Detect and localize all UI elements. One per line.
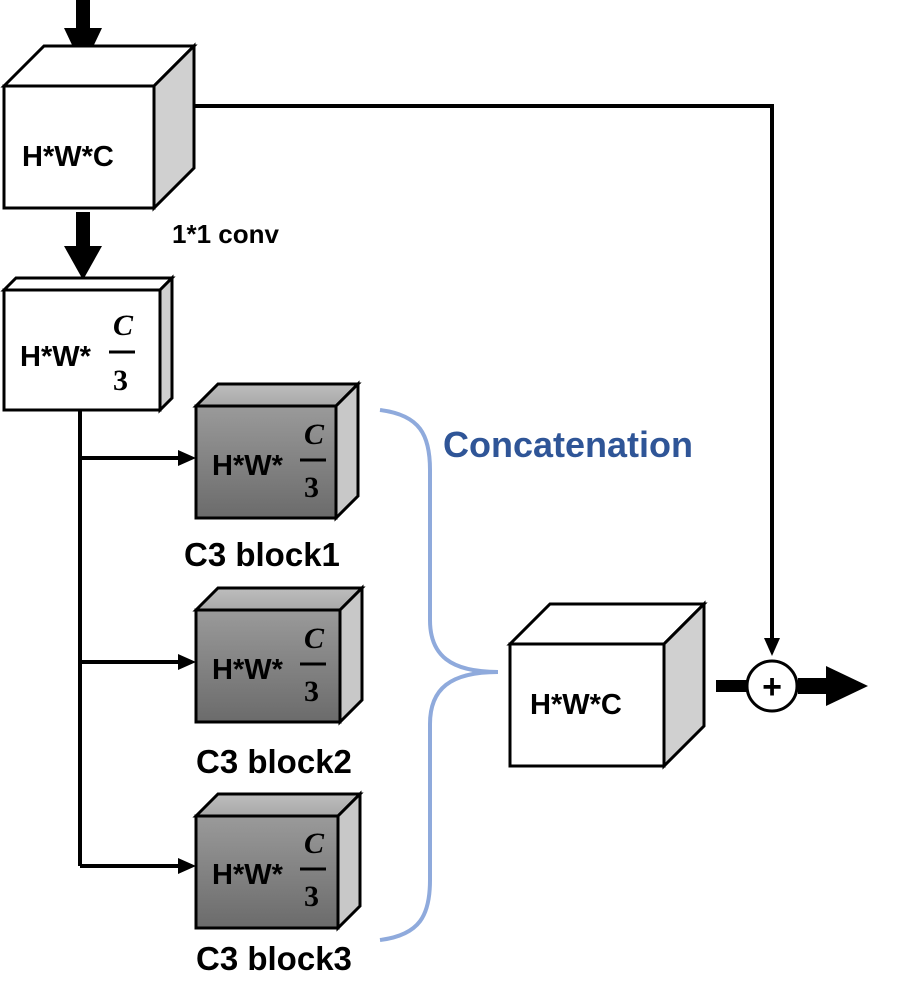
- c3-block-2-prefix: H*W*: [212, 654, 284, 686]
- c3-block-2-caption: C3 block2: [196, 743, 352, 780]
- reduced-cube-prefix: H*W*: [20, 341, 92, 373]
- c3-block-2-numerator: C: [304, 622, 325, 655]
- c3-block-3-caption: C3 block3: [196, 940, 352, 977]
- c3-block-3-prefix: H*W*: [212, 859, 284, 891]
- reduced-cube-denominator: 3: [113, 364, 128, 397]
- add-node: +: [716, 659, 868, 713]
- c3-block-3-numerator: C: [304, 827, 325, 860]
- c3-block-1-numerator: C: [304, 418, 325, 451]
- output-cube-label: H*W*C: [530, 689, 622, 721]
- output-cube: H*W*C: [506, 600, 708, 770]
- c3-block-1: H*W* C 3: [192, 380, 362, 522]
- c3-block-1-caption: C3 block1: [184, 536, 340, 573]
- input-cube-label: H*W*C: [22, 141, 114, 173]
- conv-arrow: [64, 212, 102, 280]
- c3-block-2: H*W* C 3: [192, 584, 366, 726]
- add-symbol: +: [762, 668, 782, 706]
- c3-block-3: H*W* C 3: [192, 790, 364, 932]
- branch-lines: [78, 410, 196, 874]
- c3-block-1-prefix: H*W*: [212, 450, 284, 482]
- concat-brace: [379, 408, 499, 942]
- input-cube: H*W*C: [0, 42, 198, 212]
- concatenation-label: Concatenation: [443, 424, 693, 465]
- c3-block-1-denominator: 3: [304, 471, 319, 504]
- c3-block-2-denominator: 3: [304, 675, 319, 708]
- skip-connection: [194, 104, 780, 656]
- reduced-cube: H*W* C 3: [0, 274, 176, 414]
- c3-block-3-denominator: 3: [304, 880, 319, 913]
- reduced-cube-numerator: C: [113, 309, 134, 342]
- conv-label: 1*1 conv: [172, 219, 279, 249]
